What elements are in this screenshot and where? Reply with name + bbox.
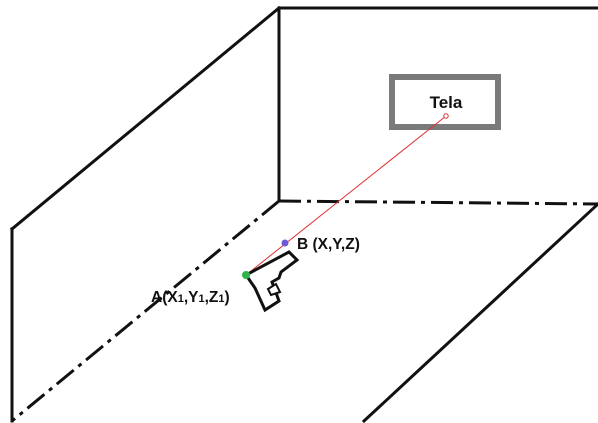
point-b-marker: [281, 239, 289, 247]
point-a-marker: [242, 271, 250, 279]
screen-label: Tela: [430, 93, 463, 112]
point-a-label: A(X1,Y1,Z1): [151, 289, 230, 306]
left-wall-top-edge: [9, 5, 282, 232]
screen-frame: [389, 74, 501, 130]
floor-left-edge: [11, 199, 280, 423]
floor-back-edge: [278, 199, 598, 206]
gun-icon: [243, 250, 300, 313]
floor-right-edge: [361, 201, 598, 423]
room-hidden-edges: [11, 199, 598, 423]
ray-target-point: [443, 113, 449, 119]
point-b-label: B (X,Y,Z): [297, 236, 360, 253]
room-walls: [9, 5, 598, 423]
aim-ray: [245, 115, 447, 276]
